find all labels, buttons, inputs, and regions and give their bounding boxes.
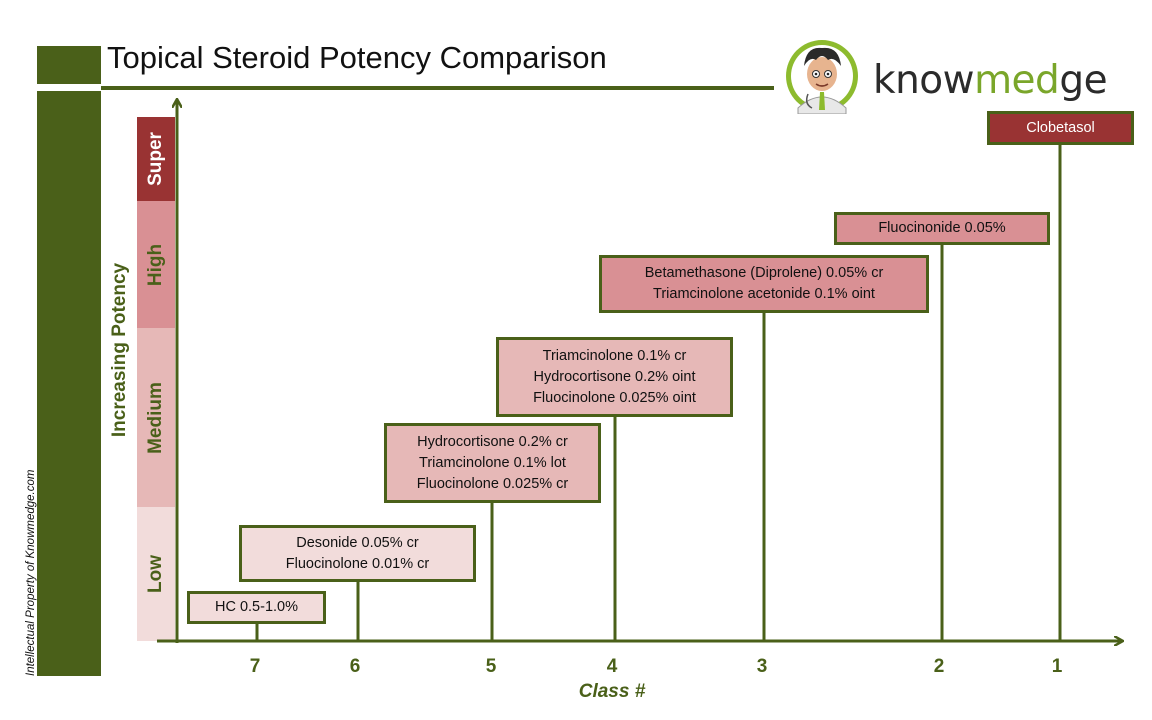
brand-accent: med (974, 58, 1060, 103)
drug-line: Fluocinonide 0.05% (878, 220, 1006, 236)
sidebar-bar (37, 91, 101, 676)
x-axis-label: Class # (578, 681, 646, 702)
drug-box-class-7: HC 0.5-1.0% (187, 591, 326, 624)
brand-prefix: know (873, 58, 975, 103)
drug-line: Fluocinolone 0.025% cr (416, 475, 569, 492)
doctor-mascot-logo (786, 40, 858, 114)
potency-band-super: Super (137, 117, 175, 201)
x-tick-label-6: 6 (349, 656, 361, 677)
drug-box-class-6: Desonide 0.05% cr Fluocinolone 0.01% cr (239, 525, 476, 582)
drug-line: Triamcinolone 0.1% cr (542, 347, 687, 364)
title-underline (101, 86, 774, 90)
drug-line: Hydrocortisone 0.2% oint (533, 368, 696, 385)
drug-line: Fluocinolone 0.01% cr (285, 555, 430, 572)
x-tick-label-2: 2 (933, 656, 945, 677)
potency-band-medium: Medium (137, 328, 175, 507)
page-title: Topical Steroid Potency Comparison (107, 40, 607, 75)
potency-band-high: High (137, 201, 175, 328)
drug-box-class-4: Triamcinolone 0.1% cr Hydrocortisone 0.2… (496, 337, 733, 417)
drug-line: Triamcinolone 0.1% lot (419, 454, 566, 471)
drug-box-class-1: Clobetasol (987, 111, 1134, 145)
drug-line: Hydrocortisone 0.2% cr (417, 433, 568, 450)
x-tick-label-7: 7 (249, 656, 261, 677)
drug-box-class-5: Hydrocortisone 0.2% cr Triamcinolone 0.1… (384, 423, 601, 503)
drug-box-class-3: Betamethasone (Diprolene) 0.05% cr Triam… (599, 255, 929, 313)
drug-line: Clobetasol (1026, 119, 1095, 136)
sidebar-header-block (37, 46, 101, 84)
drug-line: HC 0.5-1.0% (214, 599, 298, 615)
drug-box-class-2: Fluocinonide 0.05% (834, 212, 1050, 245)
x-tick-label-4: 4 (606, 656, 618, 677)
drug-line: Fluocinolone 0.025% oint (533, 389, 696, 406)
potency-band-low: Low (137, 507, 175, 641)
x-tick-label-5: 5 (485, 656, 497, 677)
x-tick-label-3: 3 (756, 656, 768, 677)
brand-wordmark: knowmedge (873, 58, 1108, 103)
x-tick-label-1: 1 (1051, 656, 1063, 677)
drug-line: Triamcinolone acetonide 0.1% oint (653, 286, 875, 302)
drug-line: Betamethasone (Diprolene) 0.05% cr (644, 265, 884, 281)
drug-line: Desonide 0.05% cr (296, 534, 419, 551)
brand-suffix: ge (1059, 58, 1108, 103)
